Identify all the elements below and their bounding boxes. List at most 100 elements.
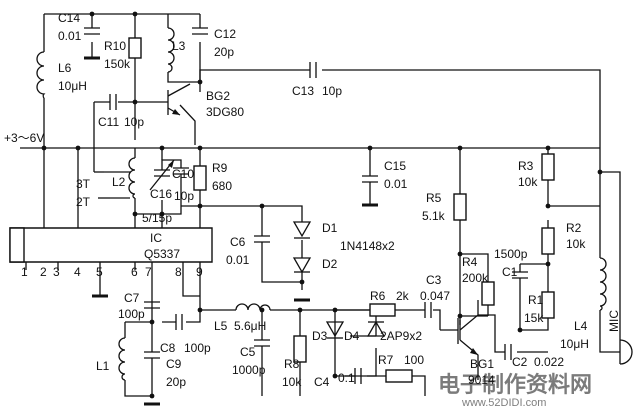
inductor-l4: L4 10μH [560,257,607,351]
ic-pin-3: 3 [53,265,60,279]
inductor-l5: L5 5.6μH [214,303,271,333]
r3-value: 10k [518,175,538,189]
ic-pin-1: 1 [21,265,28,279]
wires [20,13,621,397]
r4-name: R4 [462,255,478,269]
c7-value: 100p [118,307,145,321]
c1-value: 1500p [494,247,528,261]
c8-name: C8 [160,341,176,355]
c7-name: C7 [124,291,140,305]
resistor-r9: R9 680 [193,161,232,193]
bg2-value: 3DG80 [206,105,244,119]
junction-dots [41,11,603,399]
c15-value: 0.01 [384,177,408,191]
capacitor-c1: 1500p C1 [494,247,528,286]
r7-name: R7 [378,353,394,367]
l1-name: L1 [96,359,110,373]
l6-name: L6 [58,61,72,75]
capacitor-c16: C16 5/15p [142,159,175,225]
watermark: 电子制作资料网 www.52DIDI.com [438,372,592,409]
ic-q5337: IC Q5337 1 2 3 4 5 6 7 8 9 [9,227,213,279]
c9-value: 20p [166,375,186,389]
ic-pin-6: 6 [131,265,138,279]
bg1-name: BG1 [470,357,494,371]
c10-name: C10 [172,167,194,181]
d4-name: D4 [344,329,360,343]
inductor-l3: L3 [167,27,186,73]
c3-name: C3 [426,273,442,287]
capacitor-c14: C14 0.01 [58,11,100,43]
ic-value: Q5337 [144,247,180,261]
d2-name: D2 [322,257,338,271]
r1-name: R1 [528,293,544,307]
watermark-text: 电子制作资料网 [438,372,592,397]
r2-name: R2 [566,221,582,235]
r5-value: 5.1k [422,209,446,223]
d3d4-part: 2AP9x2 [380,329,422,343]
ic-pin-5: 5 [96,265,103,279]
ic-pin-9: 9 [196,265,203,279]
capacitor-c5: C5 1000p [232,339,270,377]
capacitor-c9: C9 20p [144,351,186,389]
c6-value: 0.01 [226,253,250,267]
r8-name: R8 [284,357,300,371]
capacitor-c12: C12 20p [192,27,236,59]
r10-value: 150k [104,57,131,71]
c16-name: C16 [150,187,172,201]
c2-name: C2 [512,355,528,369]
r3-name: R3 [518,159,534,173]
transistor-bg2: BG2 3DG80 [150,83,244,119]
capacitor-c6: C6 0.01 [226,235,270,267]
capacitor-c11: C11 10p [98,94,144,129]
l5-name: L5 [214,319,228,333]
l5-value: 5.6μH [234,319,266,333]
capacitor-c2: C2 0.022 [504,344,564,369]
capacitor-c4: C4 0.1 [314,368,362,389]
c2-value: 0.022 [534,355,564,369]
bg1-value: 9014 [468,373,495,387]
resistor-r4: R4 200k [462,255,495,306]
c5-name: C5 [240,345,256,359]
r2-value: 10k [566,237,586,251]
c11-value: 10p [124,115,144,129]
capacitor-c10: C10 10p [172,167,194,203]
r7-value: 100 [404,353,424,367]
tap-2t: 2T [76,195,91,209]
c13-name: C13 [292,84,314,98]
c8-value: 100p [184,341,211,355]
mic-label: MIC [607,310,621,332]
resistor-r2: R2 10k [541,221,586,255]
supply-label: +3～6V [4,131,44,145]
c5-value: 1000p [232,363,266,377]
c12-value: 20p [214,45,234,59]
capacitor-c7: C7 100p [118,291,160,321]
inductor-l6: L6 10μH [36,51,87,99]
d3-name: D3 [312,329,328,343]
diode-d1: D1 [292,221,338,239]
ic-pin-labels: 1 2 3 4 5 6 7 8 9 [21,265,203,279]
r8-value: 10k [282,375,302,389]
c12-name: C12 [214,27,236,41]
diode-d4: D4 [344,320,386,343]
capacitor-c13: C13 10p [292,62,342,98]
c1-name: C1 [502,265,518,279]
c4-value: 0.1 [338,371,355,385]
ic-name: IC [150,231,162,245]
c11-name: C11 [98,115,119,129]
inductor-l2: L2 [104,157,136,199]
l3-name: L3 [172,39,186,53]
r6-name: R6 [370,289,386,303]
ground-symbols [84,56,378,406]
c6-name: C6 [230,235,246,249]
bg2-name: BG2 [206,89,230,103]
ic-pin-4: 4 [74,265,81,279]
diode-d3: D3 [312,321,345,343]
l4-name: L4 [574,319,588,333]
c15-name: C15 [384,159,406,173]
r1-value: 15k [524,311,544,325]
ic-pin-8: 8 [175,265,182,279]
capacitor-c8: C8 100p [160,314,211,355]
r6-value: 2k [396,289,410,303]
c10-value: 10p [174,189,194,203]
